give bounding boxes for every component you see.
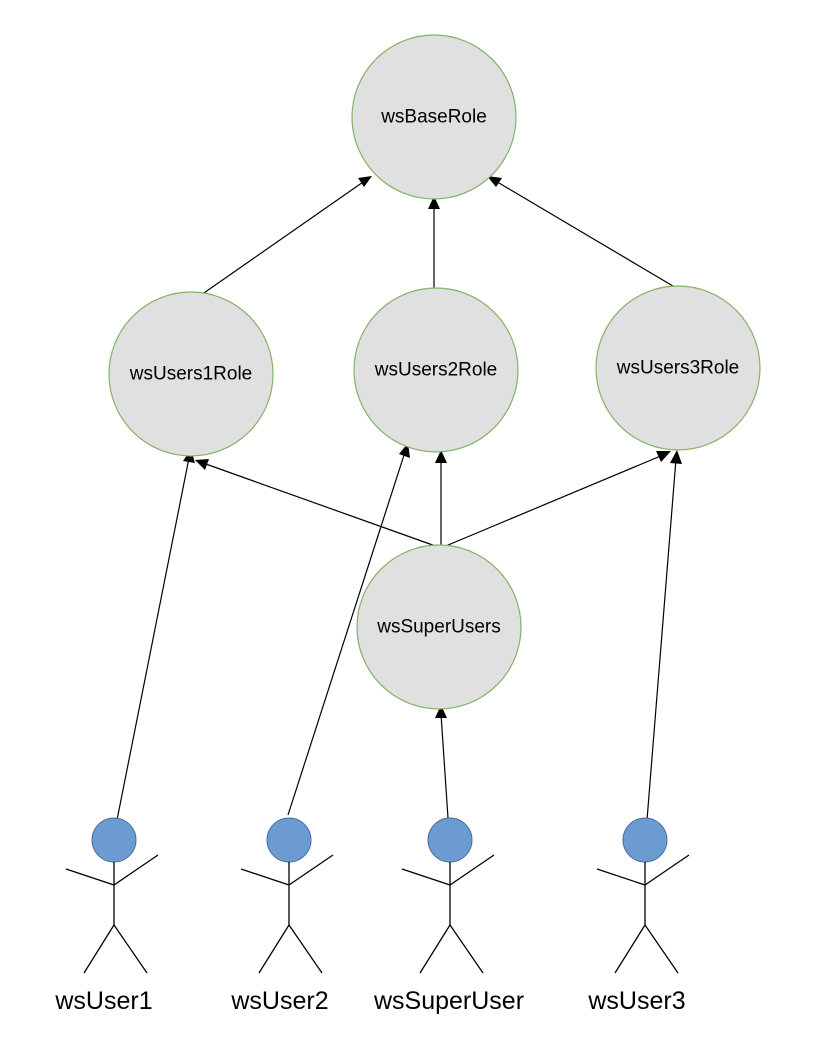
- role-label: wsSuperUsers: [376, 617, 501, 638]
- edge-superusers-to-users3: [440, 454, 664, 549]
- role-label: wsBaseRole: [380, 107, 487, 128]
- actor-body-icon: [596, 854, 690, 974]
- role-circle: [108, 291, 274, 457]
- role-circle: [351, 34, 517, 200]
- edge-users3-to-base: [493, 179, 679, 290]
- arrowhead-icon: [435, 450, 447, 463]
- role-label: wsUsers2Role: [374, 360, 497, 381]
- edge-superusers-to-users1: [202, 462, 442, 549]
- role-circle: [595, 285, 761, 451]
- arrowhead-icon: [428, 196, 440, 209]
- edges: [116, 176, 682, 821]
- arrowhead-icon: [358, 176, 372, 187]
- edge-user2-to-users2: [287, 451, 406, 816]
- role-node-users3[interactable]: wsUsers3Role: [595, 285, 761, 451]
- user-label: wsUser3: [587, 987, 685, 1015]
- actor-head-icon: [427, 817, 473, 863]
- actor-body-icon: [240, 854, 334, 974]
- role-circle: [353, 287, 519, 453]
- actor-superuser[interactable]: wsSuperUser: [373, 817, 524, 1015]
- role-node-base[interactable]: wsBaseRole: [351, 34, 517, 200]
- user-label: wsSuperUser: [373, 987, 524, 1015]
- actor-head-icon: [266, 817, 312, 863]
- actor-head-icon: [91, 817, 137, 863]
- arrowhead-icon: [670, 450, 682, 464]
- role-node-users1[interactable]: wsUsers1Role: [108, 291, 274, 457]
- role-node-superusers[interactable]: wsSuperUsers: [356, 544, 522, 710]
- role-circle: [356, 544, 522, 710]
- edge-superuser-to-superusers: [440, 713, 449, 819]
- arrowhead-icon: [435, 705, 447, 718]
- actor-user3[interactable]: wsUser3: [587, 817, 690, 1015]
- edge-user3-to-users3: [646, 458, 677, 821]
- actor-body-icon: [401, 854, 495, 974]
- actor-head-icon: [622, 817, 668, 863]
- actor-user1[interactable]: wsUser1: [54, 817, 159, 1015]
- edge-user1-to-users1: [116, 457, 190, 821]
- actor-user2[interactable]: wsUser2: [230, 817, 334, 1015]
- edge-users1-to-base: [200, 179, 367, 296]
- user-label: wsUser2: [230, 987, 328, 1015]
- role-label: wsUsers1Role: [129, 364, 252, 385]
- user-label: wsUser1: [54, 987, 152, 1015]
- role-label: wsUsers3Role: [616, 358, 739, 379]
- role-node-users2[interactable]: wsUsers2Role: [353, 287, 519, 453]
- actor-body-icon: [65, 854, 159, 974]
- arrowhead-icon: [195, 459, 209, 470]
- arrowhead-icon: [487, 176, 502, 187]
- arrowhead-icon: [656, 451, 671, 462]
